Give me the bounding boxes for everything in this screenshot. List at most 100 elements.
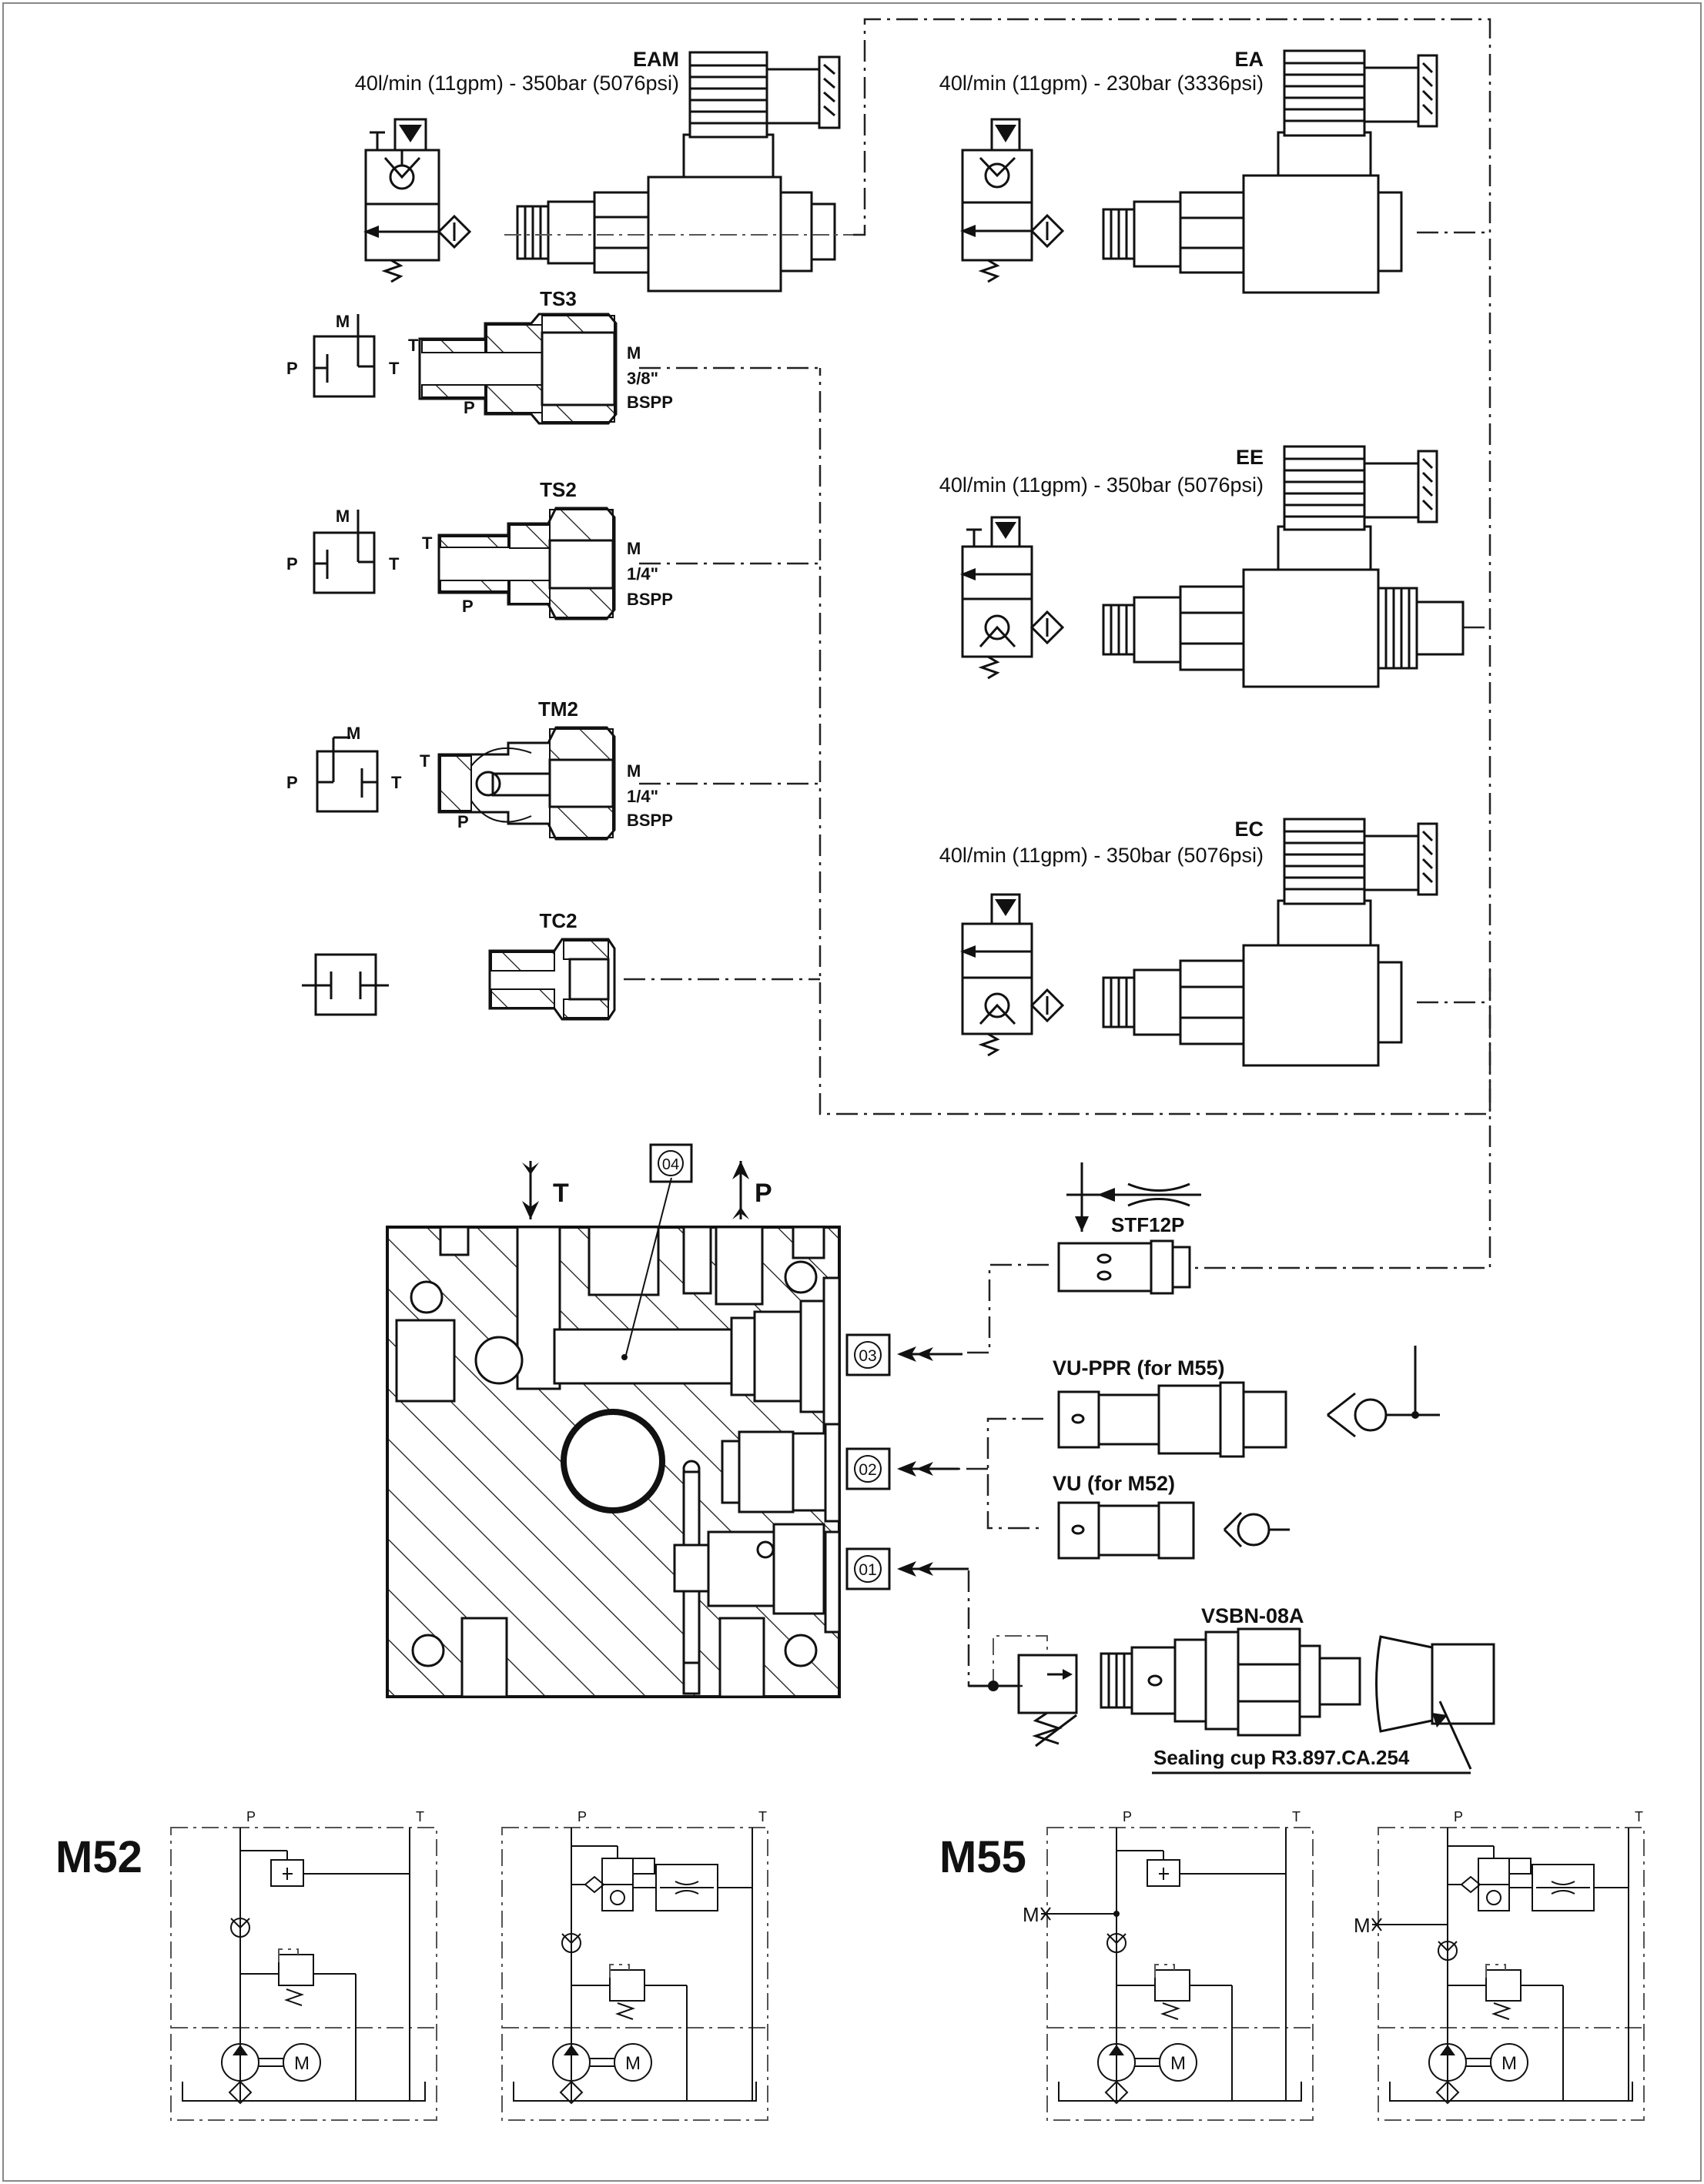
ea-symbol: [960, 118, 1065, 283]
m52-title: M52: [55, 1832, 142, 1882]
tm2-thread: BSPP: [627, 811, 673, 830]
ts3-size: 3/8": [627, 369, 658, 388]
sealing-cup: Sealing cup R3.897.CA.254: [1152, 1635, 1495, 1774]
eam-drawing: [504, 51, 853, 293]
tm2-symbol-p: P: [286, 773, 298, 792]
block-tank-label: T: [553, 1179, 569, 1208]
circuit-m55-plug: P T M M: [1023, 1809, 1314, 2121]
side-callouts: 03 02 01: [845, 1333, 969, 1590]
vu-ppr-label: VU-PPR (for M55): [1053, 1356, 1225, 1380]
tm2-plug: TM2 M P T T P M 1/4" BSPP: [286, 697, 673, 841]
circuit-1-t: T: [416, 1809, 424, 1824]
m55-title: M55: [939, 1832, 1026, 1882]
tm2-code: TM2: [538, 697, 578, 721]
vu-label: VU (for M52): [1053, 1472, 1175, 1495]
tm2-symbol-m: M: [346, 724, 360, 743]
tm2-symbol: M P T: [286, 724, 402, 813]
circuit-3-gauge: M: [1023, 1903, 1039, 1926]
ts2-thread: BSPP: [627, 590, 673, 609]
ec-drawing: [1102, 818, 1438, 1067]
callout-02: 02: [859, 1461, 876, 1479]
circuit-m52-plug: P T M: [170, 1809, 437, 2121]
tm2-port: M: [627, 761, 641, 781]
tc2-code: TC2: [539, 909, 577, 932]
circuit-3-motor: M: [1170, 2053, 1186, 2074]
circuit-2-motor: M: [625, 2053, 641, 2074]
tc2-plug: TC2: [302, 909, 616, 1021]
eam-valve: EAM 40l/min (11gpm) - 350bar (5076psi): [355, 48, 853, 293]
ts2-port: M: [627, 539, 641, 558]
ec-symbol: [960, 893, 1065, 1057]
vsbn-08a: VSBN-08A: [969, 1604, 1495, 1774]
eam-spec: 40l/min (11gpm) - 350bar (5076psi): [355, 72, 679, 95]
tm2-symbol-t: T: [391, 773, 402, 792]
manifold-block: T P 04: [386, 1143, 841, 1698]
sealing-cup-label: Sealing cup R3.897.CA.254: [1153, 1746, 1410, 1769]
vu-ppr: VU-PPR (for M55): [1053, 1346, 1440, 1458]
ts2-symbol-m: M: [336, 507, 350, 526]
tc2-drawing: [488, 938, 616, 1021]
ec-code: EC: [1234, 818, 1264, 841]
tm2-size: 1/4": [627, 787, 658, 806]
vu: VU (for M52): [1053, 1472, 1290, 1560]
ea-code: EA: [1234, 48, 1264, 71]
ts3-symbol-t: T: [389, 359, 400, 378]
circuit-m55-valve: P T M M: [1354, 1809, 1645, 2121]
ts3-symbol-m: M: [336, 312, 350, 331]
ts2-plug: TS2 M P T T P M 1/4" BSPP: [286, 478, 673, 620]
tc2-symbol: [302, 953, 389, 1016]
ts3-plug: TS3 M P T T P M 3/8" BSPP: [286, 287, 673, 425]
tm2-t: T: [420, 751, 430, 771]
ts3-drawing: T P M 3/8" BSPP: [408, 313, 673, 425]
block-pressure-label: P: [755, 1179, 772, 1208]
tm2-p: P: [457, 812, 469, 831]
circuit-2-t: T: [758, 1809, 767, 1824]
eam-symbol: [363, 118, 472, 283]
ee-symbol: [960, 516, 1065, 680]
vu-symbol: [1223, 1511, 1290, 1548]
ts3-symbol: M P T: [286, 312, 400, 398]
ts3-thread: BSPP: [627, 393, 673, 412]
circuit-4-p: P: [1454, 1809, 1463, 1824]
ts3-t: T: [408, 336, 419, 355]
ts2-symbol-t: T: [389, 554, 400, 574]
ts2-code: TS2: [540, 478, 577, 501]
eam-code: EAM: [633, 48, 679, 71]
ea-drawing: [1102, 49, 1438, 294]
ts3-code: TS3: [540, 287, 577, 310]
circuit-m52-valve: P T M: [501, 1809, 768, 2121]
ec-valve: EC 40l/min (11gpm) - 350bar (5076psi): [939, 818, 1438, 1067]
stf12p-label: STF12P: [1111, 1213, 1184, 1236]
ts3-p: P: [464, 398, 475, 417]
ea-spec: 40l/min (11gpm) - 230bar (3336psi): [939, 72, 1264, 95]
ec-spec: 40l/min (11gpm) - 350bar (5076psi): [939, 844, 1264, 867]
circuit-4-motor: M: [1501, 2053, 1517, 2074]
circuit-4-gauge: M: [1354, 1914, 1371, 1937]
ts2-symbol-p: P: [286, 554, 298, 574]
callout-03: 03: [859, 1347, 876, 1365]
ts3-symbol-p: P: [286, 359, 298, 378]
circuit-4-t: T: [1635, 1809, 1643, 1824]
vsbn-label: VSBN-08A: [1201, 1604, 1304, 1627]
ts2-symbol: M P T: [286, 507, 400, 594]
vsbn-symbol: [969, 1635, 1078, 1748]
ee-code: EE: [1236, 446, 1264, 469]
circuit-3-t: T: [1292, 1809, 1301, 1824]
ea-valve: EA 40l/min (11gpm) - 230bar (3336psi): [939, 48, 1438, 294]
ts2-p: P: [462, 597, 474, 616]
ts2-size: 1/4": [627, 564, 658, 584]
circuit-1-p: P: [246, 1809, 256, 1824]
circuit-1-motor: M: [294, 2053, 310, 2074]
ee-spec: 40l/min (11gpm) - 350bar (5076psi): [939, 473, 1264, 497]
ts2-drawing: T P M 1/4" BSPP: [422, 507, 673, 620]
tm2-drawing: T P M 1/4" BSPP: [420, 726, 673, 841]
callout-01: 01: [859, 1561, 876, 1579]
ee-drawing: [1102, 445, 1465, 688]
ts2-t: T: [422, 533, 433, 553]
vu-ppr-symbol: [1327, 1346, 1440, 1438]
circuit-2-p: P: [577, 1809, 587, 1824]
stf12p-orifice: STF12P: [1057, 1162, 1201, 1295]
